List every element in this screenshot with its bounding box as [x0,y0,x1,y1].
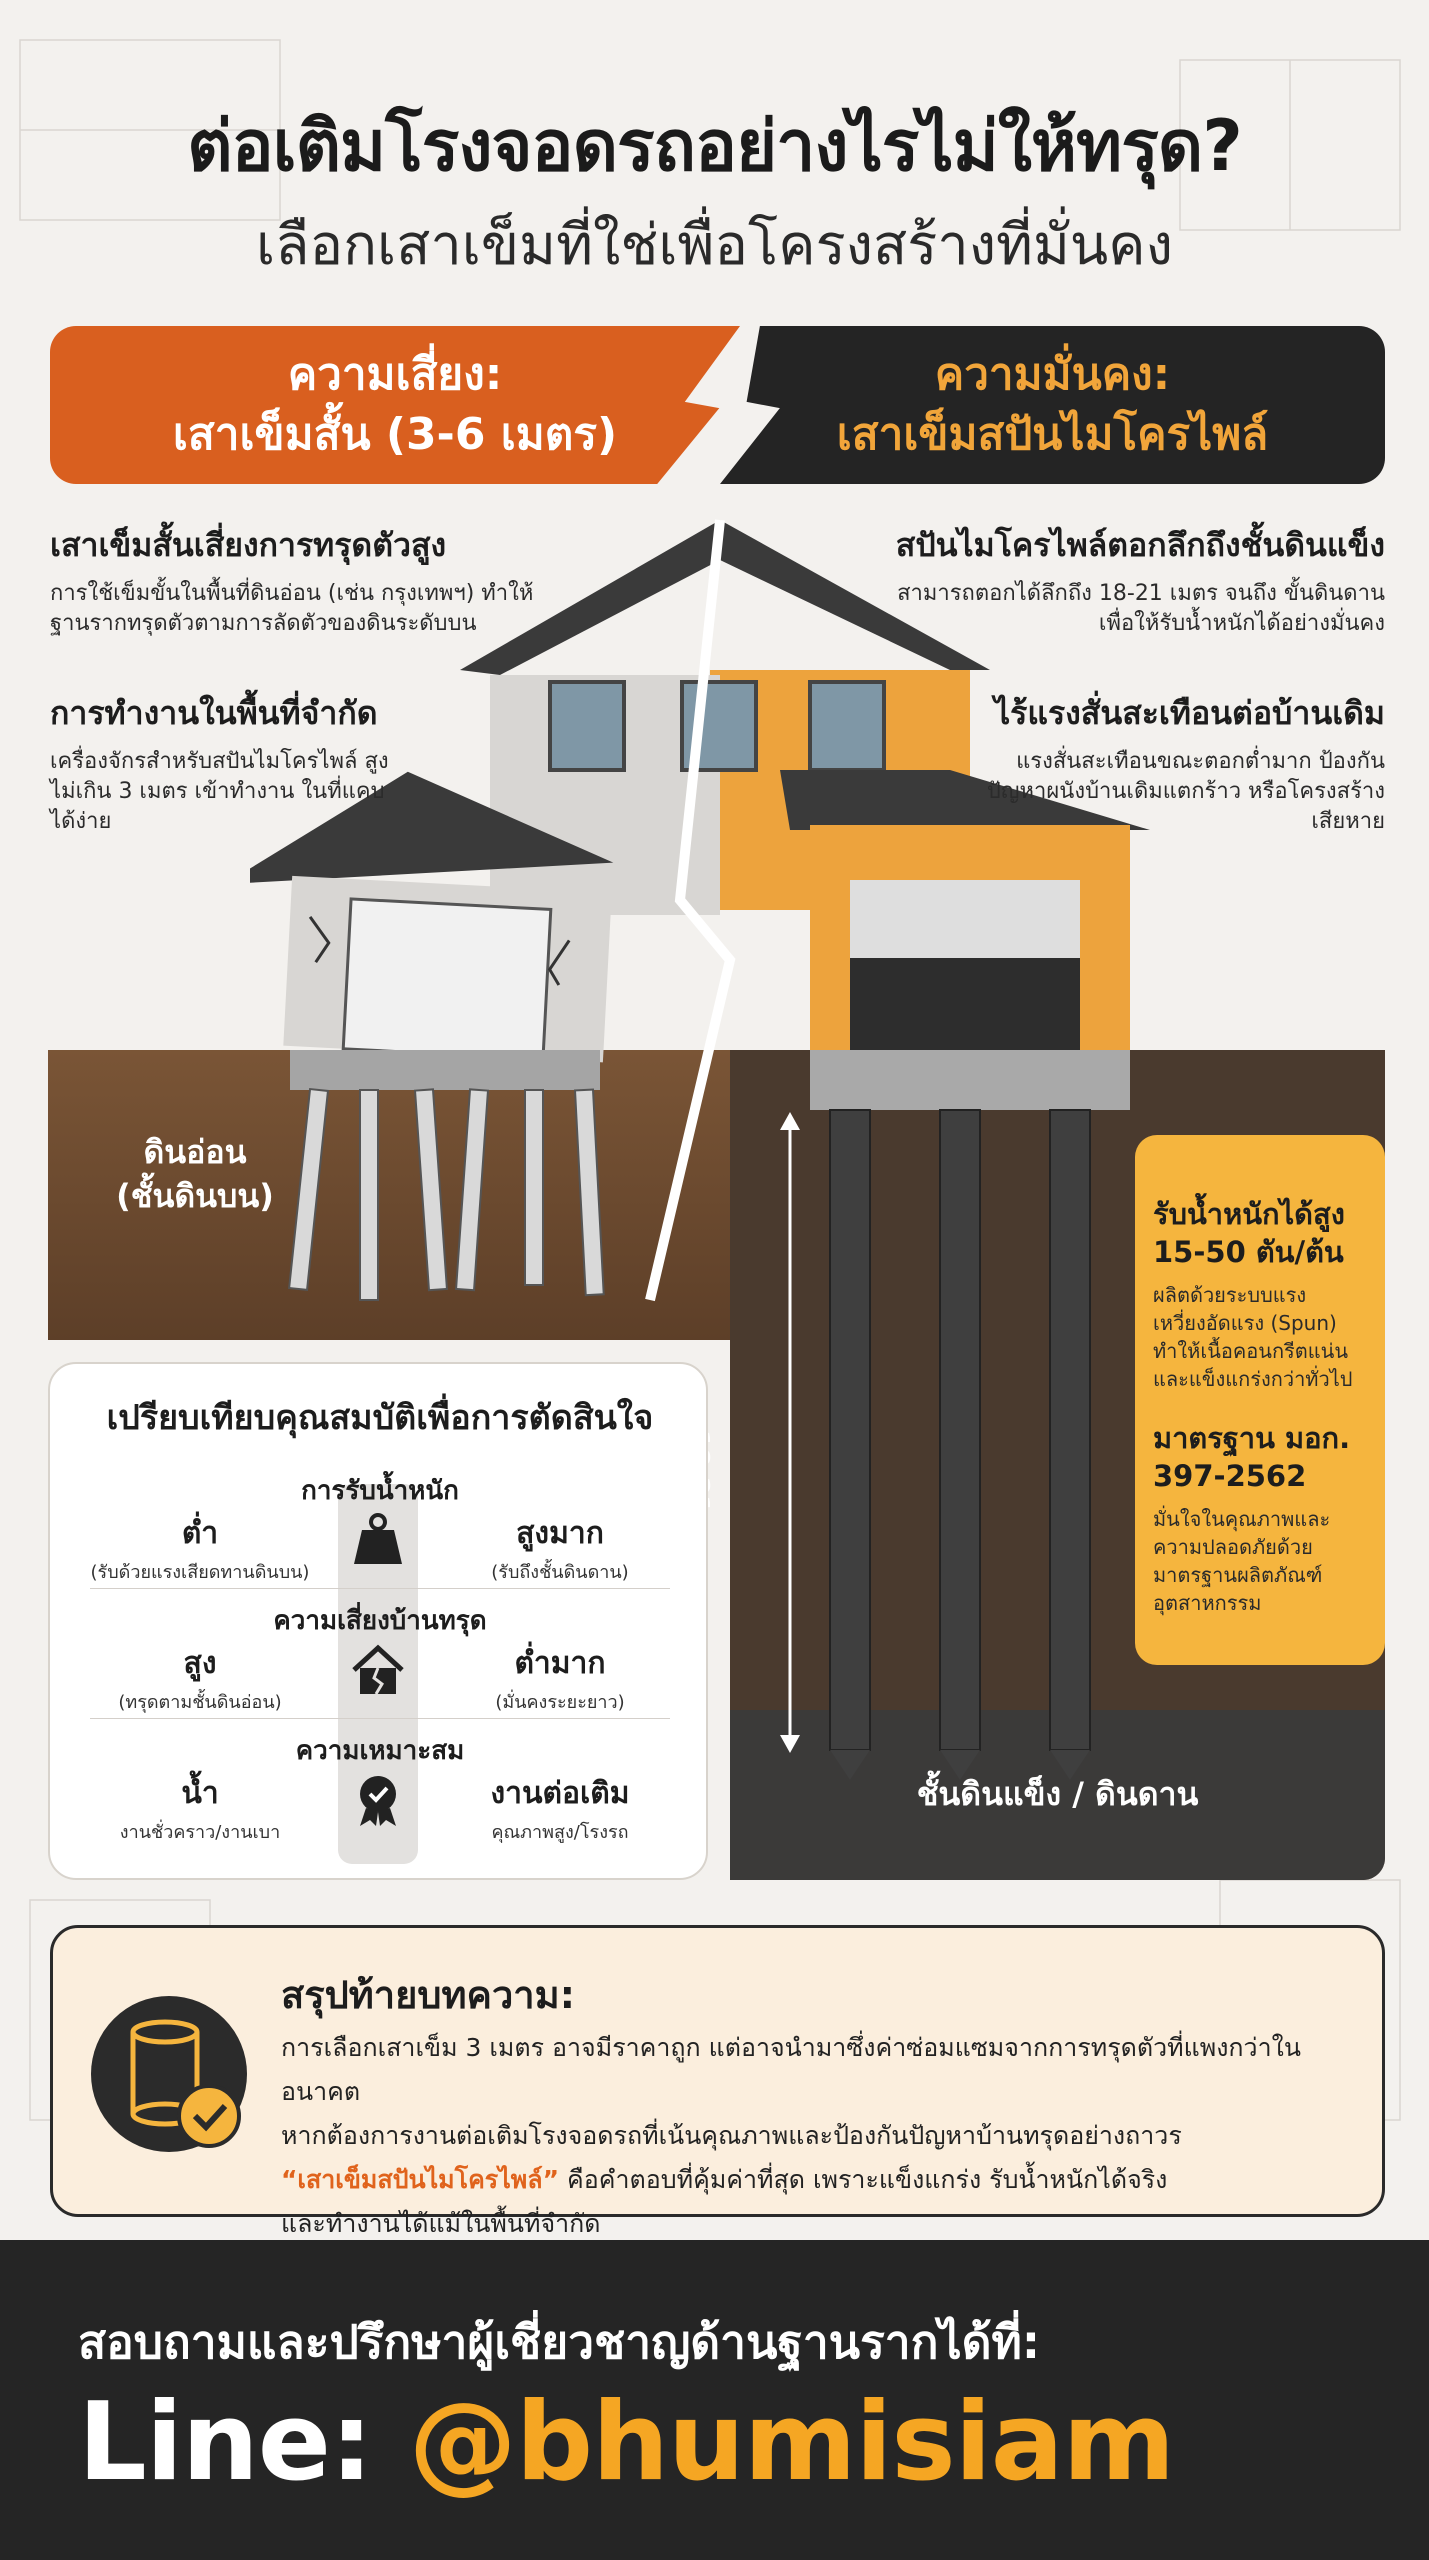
row-right-sub: (รับถึงชั้นดินดาน) [491,1562,629,1583]
row-right-sub: คุณภาพสูง/โรงรถ [491,1822,629,1843]
row-left-sub: (ทรุดตามชั้นดินอ่อน) [118,1692,282,1713]
pile-spec-callout: รับน้ำหนักได้สูง 15-50 ตัน/ต้น ผลิตด้วยร… [1135,1135,1385,1665]
left-note-1-body: การใช้เข็มขั้นในพื้นที่ดินอ่อน (เช่น กรุ… [50,581,534,636]
left-note-2: การทำงานในพื้นที่จำกัด เครื่องจักรสำหรับ… [50,688,390,837]
summary-box: สรุปท้ายบทความ: การเลือกเสาเข็ม 3 เมตร อ… [50,1925,1385,2238]
row-left: น้ำงานชั่วคราว/งานเบา [70,1770,330,1846]
right-note-2: ไร้แรงสั่นสะเทือนต่อบ้านเดิม แรงสั่นสะเท… [980,688,1385,837]
stability-header-line2: เสาเข็มสปันไมโครไพล์ [836,409,1269,460]
row-left-sub: งานชั่วคราว/งานเบา [119,1822,281,1843]
row-right: สูงมาก (รับถึงชั้นดินดาน) [430,1510,690,1586]
left-note-1-title: เสาเข็มสั้นเสี่ยงการทรุดตัวสูง [50,526,447,564]
comparison-row-risk: ความเสี่ยงบ้านทรุด สูง (ทรุดตามชั้นดินอ่อ… [50,1600,710,1720]
line-prefix: Line: [78,2380,409,2505]
weight-icon [354,1513,402,1564]
row-left-sub: (รับด้วยแรงเสียดทานดินบน) [90,1562,310,1583]
right-note-2-body: แรงสั่นสะเทือนขณะตอกต่ำมาก ป้องกันปัญหาผ… [986,749,1385,834]
row-heading: ความเสี่ยงบ้านทรุด [273,1606,487,1636]
page-title: ต่อเติมโรงจอดรถอย่างไรไม่ให้ทรุด? [187,105,1243,187]
summary-line-1: การเลือกเสาเข็ม 3 เมตร อาจมีราคาถูก แต่อ… [281,2033,1301,2106]
left-note-1: เสาเข็มสั้นเสี่ยงการทรุดตัวสูง การใช้เข็… [50,520,570,639]
row-divider [90,1588,670,1589]
row-left: ต่ำ (รับด้วยแรงเสียดทานดินบน) [70,1510,330,1586]
right-note-1-body: สามารถตอกได้ลึกถึง 18-21 เมตร จนถึง ขั้น… [897,581,1385,636]
row-left-value: สูง [183,1646,217,1681]
callout-standard-title: มาตรฐาน มอก. 397-2562 [1153,1421,1351,1493]
row-left: สูง (ทรุดตามชั้นดินอ่อน) [70,1640,330,1716]
row-right: ต่ำมาก (มั่นคงระยะยาว) [430,1640,690,1716]
soft-soil-label: ดินอ่อน (ชั้นดินบน) [70,1130,320,1218]
comparison-title: เปรียบเทียบคุณสมบัติเพื่อการตัดสินใจ [106,1398,654,1438]
cracked-house-icon [352,1644,404,1695]
comparison-row-suitability: ความเหมาะสม น้ำงานชั่วคราว/งานเบา งานต่อ… [50,1730,710,1850]
row-divider [90,1718,670,1719]
soft-soil-area [48,1050,748,1340]
line-handle[interactable]: @bhumisiam [408,2380,1175,2505]
pile-check-icon [91,1996,247,2152]
quality-badge-icon [360,1776,396,1826]
soft-soil-label-line2: (ชั้นดินบน) [116,1177,274,1215]
row-right-sub: (มั่นคงระยะยาว) [495,1692,625,1713]
stability-header-line1: ความมั่นคง: [934,349,1171,400]
risk-header-line2: เสาเข็มสั้น (3-6 เมตร) [172,409,618,460]
row-heading: ความเหมาะสม [295,1736,465,1766]
line-contact[interactable]: Line: @bhumisiam [78,2380,1175,2505]
summary-highlight: “เสาเข็มสปันไมโครไพล์” [281,2165,560,2194]
page-subtitle: เลือกเสาเข็มที่ใช่เพื่อโครงสร้างที่มั่นค… [256,213,1173,278]
summary-title: สรุปท้ายบทความ: [281,1973,575,2017]
comparison-row-capacity: การรับน้ำหนัก ต่ำ (รับด้วยแรงเสียดทานดินบ… [50,1470,710,1590]
callout-standard-body: มั่นใจในคุณภาพและ ความปลอดภัยด้วย มาตรฐา… [1153,1507,1331,1615]
house-illustration [250,519,1150,1780]
row-right: งานต่อเติมคุณภาพสูง/โรงรถ [430,1770,690,1846]
summary-text: การเลือกเสาเข็ม 3 เมตร อาจมีราคาถูก แต่อ… [281,2026,1371,2246]
row-right-value: สูงมาก [516,1516,604,1551]
summary-line-3-text: คือคำตอบที่คุ้มค่าที่สุด เพราะแข็งแกร่ง … [559,2165,1168,2194]
row-right-value: ต่ำมาก [514,1646,606,1681]
contact-footer: สอบถามและปรึกษาผู้เชี่ยวชาญด้านฐานรากได้… [0,2240,1429,2560]
summary-line-4: และทำงานได้แม้ในพื้นที่จำกัด [281,2209,601,2238]
risk-header-line1: ความเสี่ยง: [287,349,503,400]
contact-question: สอบถามและปรึกษาผู้เชี่ยวชาญด้านฐานรากได้… [78,2315,1041,2369]
right-note-1-title: สปันไมโครไพล์ตอกลึกถึงชั้นดินแข็ง [895,526,1385,564]
row-right-value: งานต่อเติม [490,1776,630,1811]
callout-capacity-body: ผลิตด้วยระบบแรง เหวี่ยงอัดแรง (Spun) ทำใ… [1153,1283,1353,1391]
stability-header: ความมั่นคง: เสาเข็มสปันไมโครไพล์ [720,326,1385,484]
row-left-value: ต่ำ [181,1516,219,1551]
summary-line-2: หากต้องการงานต่อเติมโรงจอดรถที่เน้นคุณภา… [281,2121,1182,2150]
right-note-2-title: ไร้แรงสั่นสะเทือนต่อบ้านเดิม [994,694,1385,732]
left-note-2-title: การทำงานในพื้นที่จำกัด [50,694,378,732]
callout-capacity-title: รับน้ำหนักได้สูง 15-50 ตัน/ต้น [1153,1197,1345,1269]
hard-soil-label: ชั้นดินแข็ง / ดินดาน [916,1775,1199,1813]
row-left-value: น้ำ [181,1776,219,1811]
summary-line-3: “เสาเข็มสปันไมโครไพล์” คือคำตอบที่คุ้มค่… [281,2158,1371,2202]
risk-header: ความเสี่ยง: เสาเข็มสั้น (3-6 เมตร) [50,326,740,484]
soft-soil-label-line1: ดินอ่อน [143,1133,247,1171]
row-heading: การรับน้ำหนัก [301,1476,459,1506]
right-note-1: สปันไมโครไพล์ตอกลึกถึงชั้นดินแข็ง สามารถ… [880,520,1385,639]
left-note-2-body: เครื่องจักรสำหรับสปันไมโครไพล์ สูงไม่เกิ… [50,749,389,834]
comparison-card: เปรียบเทียบคุณสมบัติเพื่อการตัดสินใจ การ… [48,1362,708,1880]
